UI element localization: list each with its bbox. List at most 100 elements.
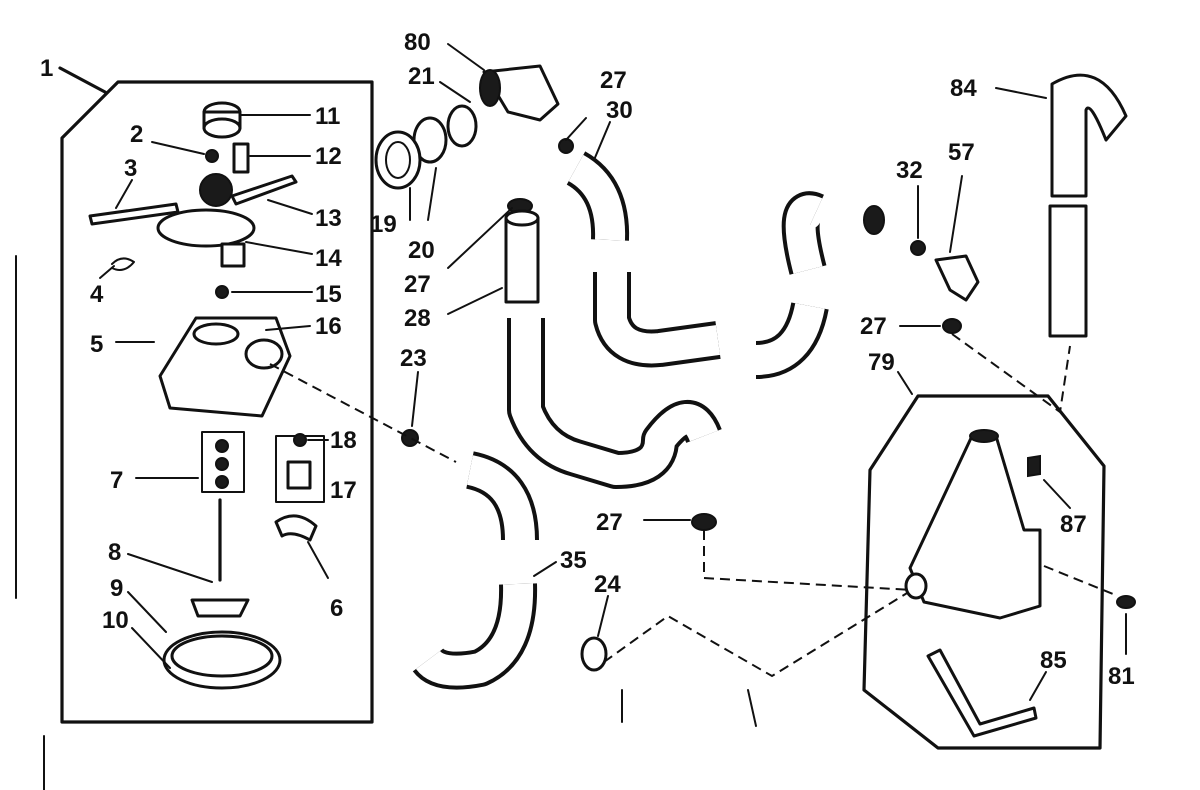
part-80-elbow — [482, 64, 560, 122]
hose-lower-u-fill — [597, 272, 721, 364]
part-21-gasket — [446, 104, 478, 148]
callout-24: 24 — [594, 571, 621, 598]
part-6-bracket — [274, 514, 318, 542]
callout-17: 17 — [330, 477, 357, 504]
leader-4 — [99, 265, 115, 279]
leader-85 — [1029, 671, 1047, 701]
dashed-link-23 — [269, 363, 457, 463]
part-14-housing — [156, 208, 256, 248]
part-17-plunger — [286, 460, 312, 490]
callout-21: 21 — [408, 63, 435, 90]
callout-19: 19 — [370, 211, 397, 238]
callout-23: 23 — [400, 345, 427, 372]
callout-28: 28 — [404, 305, 431, 332]
leader-28 — [447, 287, 503, 315]
leader-57 — [949, 175, 963, 253]
callout-9: 9 — [110, 575, 123, 602]
part-28-hose — [504, 216, 540, 304]
part-19-nut — [374, 130, 422, 190]
callout-20: 20 — [408, 237, 435, 264]
part-8-base — [190, 598, 250, 618]
part-27-clamp-b — [558, 138, 574, 154]
callout-30: 30 — [606, 97, 633, 124]
part-84-hose-body — [1048, 204, 1088, 338]
leader-13 — [267, 199, 313, 215]
assembly-group-79: 79 87 81 85 — [862, 349, 1136, 750]
callout-27d: 27 — [596, 509, 623, 536]
callout-6: 6 — [330, 595, 343, 622]
part-13-rod — [230, 174, 298, 206]
hose-32-curve-fill — [755, 195, 825, 375]
dashed-link-24 — [603, 589, 913, 678]
part-7-box — [201, 431, 245, 493]
leader-30 — [593, 121, 611, 161]
part-10-ring-inner — [170, 634, 274, 678]
leader-2 — [151, 141, 205, 155]
callout-35: 35 — [560, 547, 587, 574]
part-7-seal-b — [215, 457, 229, 471]
part-79-pump-body — [908, 434, 1042, 620]
callout-57: 57 — [948, 139, 975, 166]
center-fittings: 80 21 19 20 27 28 23 — [269, 29, 560, 463]
part-4-clip — [111, 257, 135, 271]
part-79-pump-inlet — [904, 572, 928, 600]
part-18-washer — [293, 433, 307, 447]
leader-3 — [115, 179, 133, 209]
part-85-bracket — [926, 648, 1038, 738]
leader-21 — [439, 81, 471, 103]
leader-35 — [533, 561, 557, 577]
part-12-spring — [232, 142, 250, 174]
callout-80: 80 — [404, 29, 431, 56]
hoses: 27 30 32 57 27 84 35 — [412, 67, 1128, 690]
callout-3: 3 — [124, 155, 137, 182]
callout-79: 79 — [868, 349, 895, 376]
hose-long-vertical-fill — [511, 318, 718, 485]
hose-35-fill — [416, 455, 535, 686]
part-81-screw — [1116, 595, 1136, 609]
part-11-base — [202, 117, 242, 139]
part-7-seal-a — [215, 439, 229, 453]
callout-27a: 27 — [404, 271, 431, 298]
callout-27c: 27 — [860, 313, 887, 340]
part-57-elbow — [934, 254, 980, 302]
callout-8: 8 — [108, 539, 121, 566]
part-2-nut — [205, 149, 219, 163]
assembly-79-outline — [862, 394, 1106, 750]
callout-15: 15 — [315, 281, 342, 308]
part-24-clamp — [580, 636, 608, 672]
scan-mark-center-b — [747, 689, 757, 727]
part-27-clamp-c — [942, 318, 962, 334]
callout-87: 87 — [1060, 511, 1087, 538]
callout-27b: 27 — [600, 67, 627, 94]
leader-27b — [565, 117, 587, 141]
leader-1 — [58, 66, 107, 94]
leader-80 — [447, 43, 485, 71]
part-5-port — [192, 322, 240, 346]
part-23-washer — [401, 429, 419, 447]
callout-7: 7 — [110, 467, 123, 494]
leader-8 — [127, 553, 213, 583]
part-15-washer — [215, 285, 229, 299]
callout-81: 81 — [1108, 663, 1135, 690]
leader-23 — [411, 371, 419, 427]
leader-6 — [307, 541, 329, 579]
callout-2: 2 — [130, 121, 143, 148]
callout-5: 5 — [90, 331, 103, 358]
leader-10 — [131, 627, 171, 669]
part-14-stem — [220, 242, 246, 268]
callout-84: 84 — [950, 75, 977, 102]
assembly-1-outline — [60, 80, 374, 724]
leader-27a — [447, 207, 513, 269]
part-87-plug — [1027, 454, 1041, 478]
leader-87 — [1043, 479, 1071, 509]
part-84-hose-top — [1050, 73, 1128, 198]
leader-9 — [127, 591, 167, 633]
leader-79 — [897, 371, 913, 395]
part-7-seal-c — [215, 475, 229, 489]
part-79-pump-top — [969, 429, 999, 443]
callout-32: 32 — [896, 157, 923, 184]
part-16-outlet — [244, 338, 284, 370]
leader-16 — [265, 325, 311, 331]
callout-16: 16 — [315, 313, 342, 340]
